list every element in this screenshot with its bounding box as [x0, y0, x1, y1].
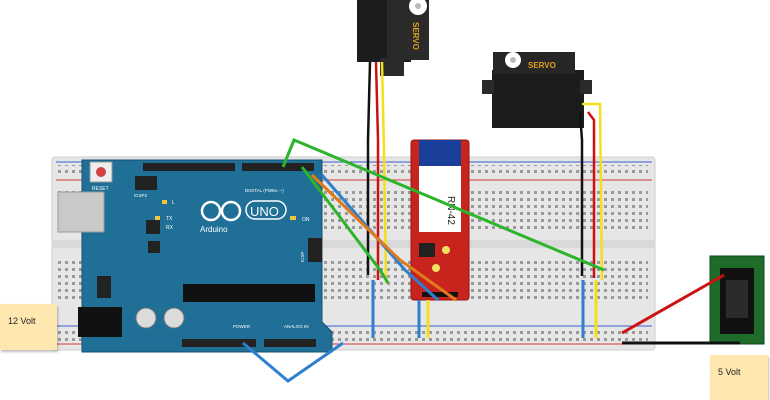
power-header-label: POWER	[233, 324, 251, 329]
icsp2-label: ICSP2	[134, 193, 148, 198]
reset-button	[96, 167, 106, 177]
atmega-chip	[183, 284, 315, 302]
servo-1-red-wire	[374, 61, 380, 280]
arduino-logo	[200, 200, 242, 222]
led-l-label: L	[172, 200, 175, 206]
note-12-volt: 12 Volt	[0, 304, 57, 350]
icsp2-header	[135, 176, 157, 190]
led-rx-label: RX	[166, 225, 174, 231]
servo-1: SERVO	[357, 0, 429, 76]
note-12-volt-text: 12 Volt	[8, 316, 36, 326]
note-5-volt: 5 Volt	[710, 355, 768, 400]
digital-header-right	[242, 163, 314, 171]
arduino-brand-label: Arduino	[200, 225, 228, 234]
servo-2-label: SERVO	[528, 61, 556, 70]
servo-2: SERVO	[482, 52, 592, 128]
usb-port	[57, 191, 105, 233]
rn42-bluetooth-module: RN-42	[410, 139, 470, 301]
icsp-label: ICSP	[300, 251, 305, 262]
servo-1-yellow-wire	[380, 61, 388, 284]
orange-wire	[310, 173, 457, 302]
power-jack	[78, 307, 122, 337]
servo-2-yellow-wire	[582, 102, 604, 281]
green-wire-2	[300, 166, 390, 284]
led-tx-label: TX	[166, 216, 173, 222]
arduino-model-label: UNO	[250, 204, 279, 219]
power-red-wire	[621, 273, 725, 335]
servo-2-black-wire	[578, 111, 584, 276]
note-5-volt-text: 5 Volt	[718, 367, 741, 377]
power-header	[182, 339, 256, 347]
led-on-label: ON	[302, 217, 310, 223]
digital-header-label: DIGITAL (PWM= ~)	[245, 188, 284, 193]
analog-header	[264, 339, 316, 347]
green-wire-1	[281, 138, 605, 272]
analog-header-label: ANALOG IN	[284, 324, 309, 329]
reset-label: RESET	[92, 186, 109, 192]
digital-header-left	[143, 163, 235, 171]
servo-1-label: SERVO	[411, 22, 420, 50]
blue-wire-tx	[320, 174, 440, 302]
arduino-uno-board: RESET ICSP2 DIGITAL (PWM= ~) L TX RX UNO…	[57, 159, 333, 353]
servo-2-red-wire	[587, 111, 596, 278]
blue-wire-gnd	[242, 341, 344, 383]
rn42-label: RN-42	[445, 196, 456, 225]
dc-barrel-jack	[709, 255, 765, 345]
icsp-header	[308, 238, 322, 262]
